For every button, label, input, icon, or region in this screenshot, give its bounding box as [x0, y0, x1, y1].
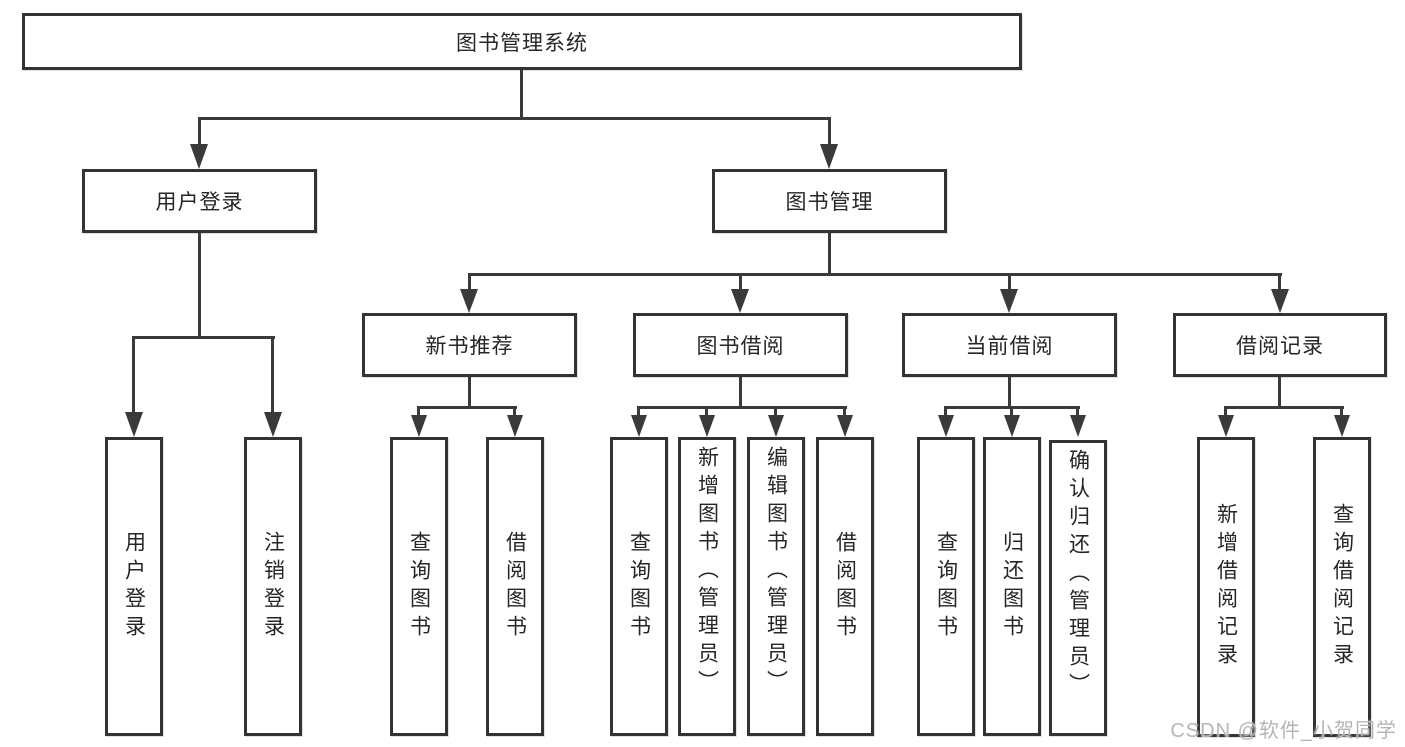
node-user-login-label: 用户登录 — [155, 191, 244, 214]
node-current-borrow-label: 当前借阅 — [965, 335, 1054, 358]
connector-user-login-drop-1 — [132, 336, 135, 413]
arrowhead-current-borrow-leaf-3-icon — [1070, 415, 1086, 437]
node-book-management: 图书管理 — [712, 169, 947, 233]
leaf-newbook-borrow-label: 借阅图书 — [503, 530, 527, 643]
arrowhead-book-management-icon — [820, 144, 838, 169]
connector-book-management-stem — [828, 233, 831, 273]
arrowhead-new-book-leaf-1-icon — [411, 415, 427, 437]
node-book-borrow: 图书借阅 — [633, 313, 848, 377]
connector-book-borrow-drop-2 — [705, 406, 708, 416]
arrowhead-book-borrow-icon — [731, 289, 749, 313]
leaf-borrow-book-label: 借阅图书 — [833, 530, 857, 643]
connector-borrow-record-stem — [1278, 377, 1281, 406]
node-book-borrow-label: 图书借阅 — [696, 335, 785, 358]
arrowhead-user-login-icon — [190, 144, 208, 169]
connector-user-login-drop-2 — [271, 336, 274, 413]
connector-user-login-stem — [198, 233, 201, 336]
connector-book-borrow-hline — [637, 406, 847, 409]
arrowhead-borrow-record-leaf-2-icon — [1334, 415, 1350, 437]
leaf-borrow-book: 借阅图书 — [816, 437, 874, 736]
leaf-current-return: 归还图书 — [983, 437, 1041, 736]
connector-current-borrow-drop-3 — [1076, 406, 1079, 416]
connector-borrow-record-drop-1 — [1224, 406, 1227, 416]
connector-new-book-hline — [417, 406, 517, 409]
connector-level3-hline — [468, 273, 1282, 276]
connector-level3-drop-4 — [1278, 273, 1281, 290]
arrowhead-book-borrow-leaf-3-icon — [768, 415, 784, 437]
connector-level3-drop-3 — [1008, 273, 1011, 290]
arrowhead-borrow-record-leaf-1-icon — [1218, 415, 1234, 437]
connector-new-book-drop-1 — [417, 406, 420, 416]
leaf-current-confirm-admin: 确认归还（管理员） — [1049, 440, 1107, 736]
arrowhead-new-book-leaf-2-icon — [507, 415, 523, 437]
leaf-borrow-query-label: 查询图书 — [627, 530, 651, 643]
connector-current-borrow-drop-1 — [944, 406, 947, 416]
csdn-watermark: CSDN @软件_小贺同学 — [1170, 720, 1397, 742]
arrowhead-book-borrow-leaf-4-icon — [837, 415, 853, 437]
leaf-borrow-edit-admin: 编辑图书（管理员） — [747, 437, 805, 736]
arrowhead-new-book-icon — [460, 289, 478, 313]
leaf-user-login: 用户登录 — [105, 437, 163, 736]
connector-root-drop-right — [828, 117, 831, 145]
leaf-current-return-label: 归还图书 — [1000, 530, 1024, 643]
leaf-borrow-add-admin-label: 新增图书（管理员） — [695, 446, 719, 698]
leaf-borrow-query: 查询图书 — [610, 437, 668, 736]
connector-book-borrow-drop-1 — [637, 406, 640, 416]
leaf-record-add-label: 新增借阅记录 — [1214, 503, 1238, 671]
connector-borrow-record-drop-2 — [1340, 406, 1343, 416]
leaf-newbook-borrow: 借阅图书 — [486, 437, 544, 736]
connector-current-borrow-drop-2 — [1010, 406, 1013, 416]
leaf-current-query: 查询图书 — [917, 437, 975, 736]
node-current-borrow: 当前借阅 — [902, 313, 1117, 377]
leaf-record-query-label: 查询借阅记录 — [1330, 503, 1354, 671]
connector-new-book-stem — [468, 377, 471, 406]
leaf-borrow-edit-admin-label: 编辑图书（管理员） — [764, 446, 788, 698]
arrowhead-book-borrow-leaf-2-icon — [699, 415, 715, 437]
leaf-record-query: 查询借阅记录 — [1313, 437, 1371, 737]
connector-book-borrow-drop-4 — [843, 406, 846, 416]
connector-book-borrow-stem — [739, 377, 742, 406]
node-root-label: 图书管理系统 — [456, 31, 588, 55]
leaf-logout-label: 注销登录 — [261, 530, 285, 643]
connector-root-drop-left — [198, 117, 201, 145]
leaf-user-login-label: 用户登录 — [122, 530, 146, 643]
leaf-current-confirm-admin-label: 确认归还（管理员） — [1066, 449, 1090, 701]
leaf-logout: 注销登录 — [244, 437, 302, 736]
node-root: 图书管理系统 — [22, 13, 1022, 70]
connector-borrow-record-hline — [1224, 406, 1344, 409]
arrowhead-book-borrow-leaf-1-icon — [631, 415, 647, 437]
connector-root-stem — [520, 70, 523, 117]
connector-root-hline — [198, 117, 831, 120]
arrowhead-login-leaf-icon — [125, 412, 143, 437]
node-user-login: 用户登录 — [82, 169, 317, 233]
node-new-book-recommend-label: 新书推荐 — [425, 335, 514, 358]
connector-current-borrow-stem — [1008, 377, 1011, 406]
connector-book-borrow-drop-3 — [774, 406, 777, 416]
arrowhead-borrow-record-icon — [1271, 289, 1289, 313]
arrowhead-current-borrow-leaf-1-icon — [938, 415, 954, 437]
connector-new-book-drop-2 — [513, 406, 516, 416]
arrowhead-logout-leaf-icon — [264, 412, 282, 437]
node-borrow-record-label: 借阅记录 — [1236, 335, 1324, 358]
leaf-current-query-label: 查询图书 — [934, 530, 958, 643]
connector-level3-drop-2 — [739, 273, 742, 290]
connector-user-login-hline — [132, 336, 275, 339]
connector-level3-drop-1 — [468, 273, 471, 290]
leaf-borrow-add-admin: 新增图书（管理员） — [678, 437, 736, 736]
arrowhead-current-borrow-leaf-2-icon — [1004, 415, 1020, 437]
node-book-management-label: 图书管理 — [785, 191, 874, 214]
leaf-newbook-query-label: 查询图书 — [407, 530, 431, 643]
leaf-newbook-query: 查询图书 — [390, 437, 448, 736]
arrowhead-current-borrow-icon — [1000, 289, 1018, 313]
node-new-book-recommend: 新书推荐 — [362, 313, 577, 377]
leaf-record-add: 新增借阅记录 — [1197, 437, 1255, 737]
node-borrow-record: 借阅记录 — [1173, 313, 1387, 377]
